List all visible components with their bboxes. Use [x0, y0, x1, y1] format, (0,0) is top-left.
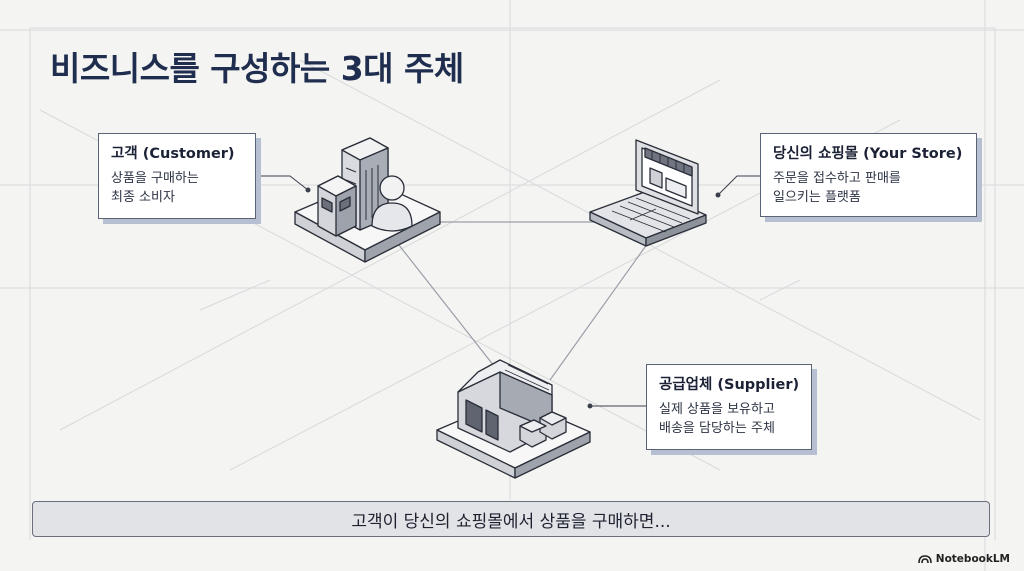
customer-card-line-2: 최종 소비자: [111, 190, 175, 205]
store-card-line-1: 주문을 접수하고 판매를: [773, 171, 901, 186]
notebooklm-logo-icon: [917, 555, 932, 564]
supplier-card-line-2: 배송을 담당하는 주체: [659, 421, 775, 436]
customer-card: 고객 (Customer) 상품을 구매하는 최종 소비자: [98, 133, 256, 219]
brand-watermark: NotebookLM: [917, 553, 1010, 565]
brand-name: NotebookLM: [935, 553, 1010, 565]
customer-card-line-1: 상품을 구매하는: [111, 171, 199, 186]
page-title: 비즈니스를 구성하는 3대 주체: [50, 49, 464, 88]
store-card-title: 당신의 쇼핑몰 (Your Store): [773, 146, 963, 162]
supplier-card-title: 공급업체 (Supplier): [659, 377, 800, 393]
caption-banner: 고객이 당신의 쇼핑몰에서 상품을 구매하면...: [32, 501, 990, 537]
buildings-person-icon: [294, 137, 441, 263]
customer-card-title: 고객 (Customer): [111, 146, 235, 162]
store-card: 당신의 쇼핑몰 (Your Store) 주문을 접수하고 판매를 일으키는 플…: [760, 133, 977, 217]
warehouse-icon: [436, 359, 591, 479]
supplier-card: 공급업체 (Supplier) 실제 상품을 보유하고 배송을 담당하는 주체: [646, 364, 812, 450]
store-card-line-2: 일으키는 플랫폼: [773, 190, 861, 205]
supplier-card-line-1: 실제 상품을 보유하고: [659, 402, 775, 417]
laptop-shop-icon: [589, 139, 707, 247]
caption-text: 고객이 당신의 쇼핑몰에서 상품을 구매하면...: [351, 511, 671, 532]
